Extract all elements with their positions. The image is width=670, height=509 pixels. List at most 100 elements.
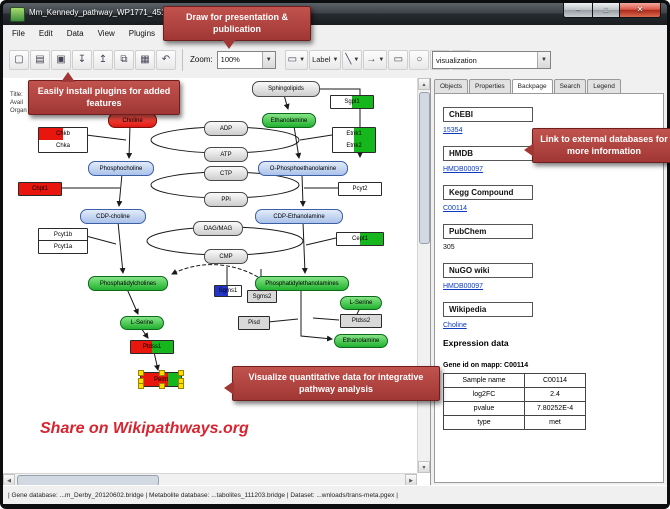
pathway-node[interactable]: Pcyt1a: [38, 240, 88, 254]
chevron-down-icon[interactable]: ▼: [299, 56, 306, 63]
selection-handle[interactable]: [159, 370, 165, 376]
minimize-button[interactable]: –: [563, 3, 593, 18]
selection-handle[interactable]: [138, 383, 144, 389]
database-link[interactable]: Choline: [443, 322, 467, 329]
datanode-tool[interactable]: ▭▼: [284, 49, 309, 70]
close-button[interactable]: ✕: [619, 3, 661, 18]
pathway-node[interactable]: Etnk1: [332, 127, 376, 141]
arrow-tool-icon: →: [366, 54, 377, 65]
tab-objects[interactable]: Objects: [434, 79, 469, 93]
table-cell: type: [443, 415, 525, 430]
database-link[interactable]: C00114: [443, 205, 468, 212]
pathway-node[interactable]: Sgpl1: [330, 95, 374, 109]
chevron-down-icon[interactable]: ▼: [332, 56, 339, 63]
node-fill: [341, 315, 381, 327]
label-tool[interactable]: Label▼: [309, 49, 342, 70]
pathway-node[interactable]: Pisd: [238, 316, 270, 330]
pathway-node[interactable]: Pcyt2: [338, 182, 382, 196]
pathway-node[interactable]: Sgms2: [247, 290, 277, 303]
horizontal-scrollbar[interactable]: ◀ ▶: [3, 473, 417, 486]
pathway-node[interactable]: ATP: [204, 147, 248, 162]
pathway-node[interactable]: Choline: [108, 113, 157, 128]
menu-view[interactable]: View: [97, 28, 115, 38]
chevron-down-icon[interactable]: ▼: [261, 51, 275, 68]
ellipse-tool[interactable]: ○: [409, 49, 430, 70]
pathway-node[interactable]: Chpt1: [18, 182, 62, 196]
pathway-node[interactable]: Ethanolamine: [334, 334, 388, 348]
menu-file[interactable]: File: [12, 28, 25, 38]
vertical-scroll-thumb[interactable]: [419, 92, 430, 244]
pathway-node[interactable]: Ptdss1: [130, 340, 174, 354]
pathway-node[interactable]: Phosphatidylcholines: [88, 276, 168, 291]
chevron-down-icon[interactable]: ▼: [378, 56, 385, 63]
new-button[interactable]: ▢: [9, 49, 29, 70]
pathway-node[interactable]: CDP-Ethanolamine: [255, 209, 343, 224]
vertical-scrollbar[interactable]: ▲ ▼: [417, 78, 430, 473]
selection-handle[interactable]: [178, 370, 184, 376]
menu-data[interactable]: Data: [66, 28, 84, 38]
chevron-down-icon[interactable]: ▼: [537, 52, 550, 68]
pathway-node[interactable]: ADP: [204, 121, 248, 136]
paste-button[interactable]: ▦: [135, 49, 155, 70]
pathway-node[interactable]: CDP-choline: [80, 209, 146, 224]
tab-backpage[interactable]: Backpage: [511, 79, 553, 93]
pathway-node[interactable]: Chka: [38, 139, 88, 153]
pathway-node[interactable]: L-Serine: [340, 296, 382, 310]
database-link[interactable]: HMDB00097: [443, 283, 484, 290]
tab-legend[interactable]: Legend: [587, 79, 621, 93]
selection-handle[interactable]: [138, 370, 144, 376]
node-fill: [19, 183, 61, 195]
pathway-node[interactable]: Phosphocholine: [88, 161, 154, 176]
save-button[interactable]: ▣: [51, 49, 71, 70]
copy-icon: ⧉: [120, 54, 128, 65]
line-tool[interactable]: ╲▼: [342, 49, 363, 70]
scroll-down-icon[interactable]: ▼: [418, 461, 430, 473]
pathway-node[interactable]: Sgms1: [214, 285, 242, 297]
export-button[interactable]: ↥: [93, 49, 113, 70]
pathway-node[interactable]: PPi: [204, 192, 248, 207]
pathway-node[interactable]: Chkb: [38, 127, 88, 141]
pathway-node[interactable]: Etnk2: [332, 139, 376, 153]
visualization-combobox[interactable]: visualization ▼: [432, 51, 551, 69]
import-icon: ↧: [77, 54, 87, 65]
database-link[interactable]: HMDB00097: [443, 166, 484, 173]
pathway-node[interactable]: Cept1: [336, 232, 384, 246]
undo-button[interactable]: ↶: [156, 49, 176, 70]
pathway-node[interactable]: CMP: [204, 249, 248, 264]
pathway-node[interactable]: Phosphatidylethanolamines: [255, 276, 349, 291]
arrow-tool[interactable]: →▼: [363, 49, 388, 70]
pathway-node[interactable]: DAG/MAG: [193, 221, 243, 236]
node-label: Chkb: [55, 131, 70, 137]
node-label: CDP-Ethanolamine: [273, 213, 325, 220]
menu-edit[interactable]: Edit: [38, 28, 53, 38]
pathway-node[interactable]: O-Phosphoethanolamine: [258, 161, 348, 176]
pathway-node[interactable]: Ptdss2: [340, 314, 382, 328]
scroll-up-icon[interactable]: ▲: [418, 78, 430, 90]
selection-handle[interactable]: [178, 383, 184, 389]
chevron-down-icon[interactable]: ▼: [353, 56, 360, 63]
selection-handle[interactable]: [159, 383, 165, 389]
pathway-node[interactable]: Ethanolamine: [262, 113, 316, 128]
node-label: Etnk2: [346, 143, 362, 149]
node-label: Sgms1: [218, 288, 238, 294]
open-button[interactable]: ▤: [30, 49, 50, 70]
rect-tool[interactable]: ▭: [388, 49, 409, 70]
table-cell: log2FC: [443, 387, 525, 402]
pathway-node[interactable]: Sphingolipids: [252, 81, 320, 97]
maximize-button[interactable]: ◻: [593, 3, 619, 18]
visualization-value: visualization: [436, 55, 477, 65]
pathway-node[interactable]: L-Serine: [120, 316, 164, 330]
zoom-combobox[interactable]: 100% ▼: [216, 50, 276, 69]
pathway-node[interactable]: CTP: [204, 166, 248, 181]
menu-plugins[interactable]: Plugins: [128, 28, 156, 38]
copy-button[interactable]: ⧉: [114, 49, 134, 70]
database-link[interactable]: 15354: [443, 127, 463, 134]
import-button[interactable]: ↧: [72, 49, 92, 70]
pathway-node[interactable]: Pemt: [138, 370, 184, 389]
tab-properties[interactable]: Properties: [469, 79, 511, 93]
tab-search[interactable]: Search: [553, 79, 587, 93]
